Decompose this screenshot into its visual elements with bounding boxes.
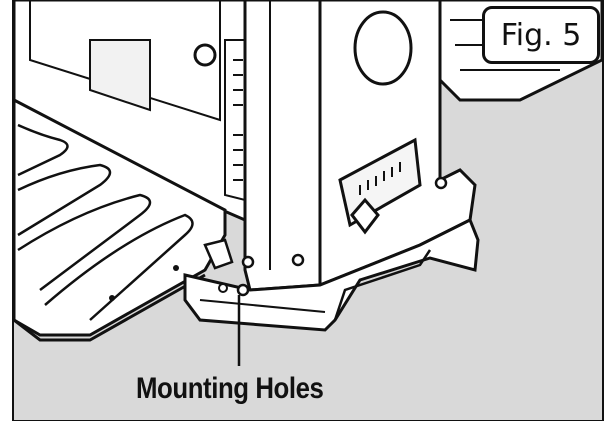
figure-label: Fig. 5 <box>500 17 582 53</box>
switch-panel-vents <box>359 162 401 195</box>
depth-scale-window <box>89 39 151 112</box>
base-edge <box>199 299 326 313</box>
infeed-table-edge <box>13 273 206 342</box>
column-scale <box>224 39 246 202</box>
housing-bolt <box>434 176 448 190</box>
column-bolt <box>291 253 305 267</box>
main-column <box>243 0 322 292</box>
base-arch <box>333 249 432 321</box>
mounting-holes-callout: Mounting Holes <box>136 372 324 405</box>
table-screw-1 <box>109 295 115 301</box>
figure-label-box: Fig. 5 <box>482 6 600 64</box>
planer-base <box>183 217 480 332</box>
table-screw-2 <box>173 265 179 271</box>
power-switch-key <box>350 197 380 235</box>
foot-hole <box>218 283 228 293</box>
mounting-hole <box>236 283 250 297</box>
housing-hole <box>353 10 413 86</box>
column-scale-ticks <box>233 59 243 181</box>
cutterhead-lock-knob <box>193 43 217 67</box>
locking-knob <box>203 238 234 270</box>
infeed-table-ribs <box>17 123 194 321</box>
column-bolt-left <box>241 255 255 269</box>
